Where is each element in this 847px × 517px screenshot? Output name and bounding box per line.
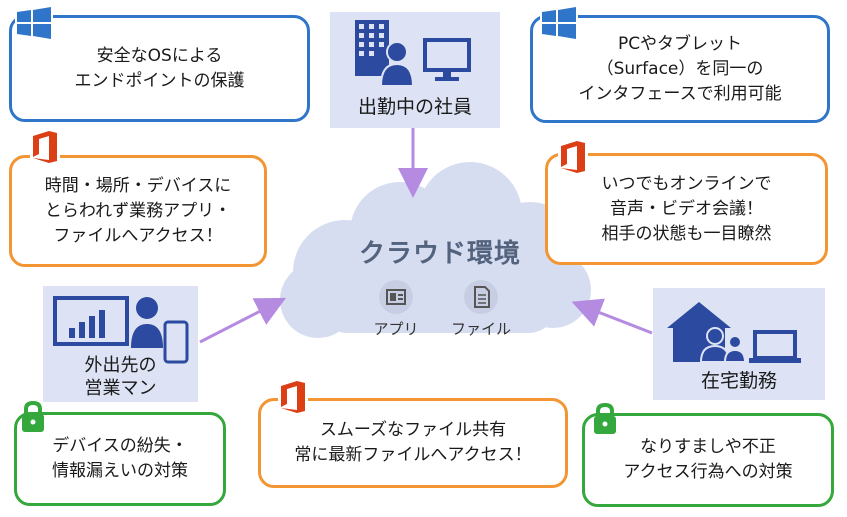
bubble-line: デバイスの紛失・ — [52, 436, 188, 456]
bubble-line: （Surface）を同一の — [596, 58, 764, 79]
bubble-line: いつでもオンラインで — [601, 173, 772, 194]
bubble-line: 音声・ビデオ会議！ — [610, 198, 763, 219]
document-icon — [464, 280, 498, 314]
bubble-line: ファイルへアクセス！ — [53, 225, 223, 246]
office-building-icon — [355, 20, 471, 87]
windows-logo-icon — [15, 7, 53, 39]
cloud-title: クラウド環境 — [358, 239, 521, 269]
home-worker-label: 在宅勤務 — [700, 370, 777, 392]
bubble-line: スムーズなファイル共有 — [319, 420, 507, 440]
bubble-line: 情報漏えいの対策 — [52, 461, 188, 481]
office-logo-icon — [558, 140, 588, 174]
padlock-icon — [590, 402, 620, 436]
files-label: ファイル — [450, 320, 511, 338]
office-worker-box: 出勤中の社員 — [330, 12, 500, 128]
home-family-icon — [667, 302, 801, 363]
anywhere-access-bubble: 時間・場所・デバイスに とらわれず業務アプリ・ ファイルへアクセス！ — [9, 155, 267, 267]
online-meeting-bubble: いつでもオンラインで 音声・ビデオ会議！ 相手の状態も一目瞭然 — [545, 153, 828, 265]
cloud-apps: アプリ — [364, 280, 428, 339]
apps-label: アプリ — [373, 320, 419, 338]
office-logo-icon — [278, 380, 308, 414]
windows-logo-icon — [540, 7, 578, 39]
sales-label-line: 営業マン — [84, 378, 157, 399]
bubble-line: 時間・場所・デバイスに — [44, 175, 232, 196]
sales-label-line: 外出先の — [84, 355, 157, 376]
office-logo-icon — [30, 130, 60, 164]
app-window-icon — [379, 280, 413, 314]
bubble-line: 常に最新ファイルへアクセス！ — [294, 445, 532, 465]
bubble-line: とらわれず業務アプリ・ — [44, 200, 232, 221]
bubble-line: 相手の状態も一目瞭然 — [601, 223, 772, 244]
bubble-line: インタフェースで利用可能 — [578, 83, 782, 104]
office-worker-label: 出勤中の社員 — [357, 96, 472, 118]
file-sharing-bubble: スムーズなファイル共有 常に最新ファイルへアクセス！ — [258, 398, 568, 488]
padlock-icon — [18, 400, 48, 434]
home-worker-box: 在宅勤務 — [653, 288, 825, 400]
bubble-line: PCやタブレット — [617, 33, 743, 54]
device-interface-bubble: PCやタブレット （Surface）を同一の インタフェースで利用可能 — [530, 15, 830, 123]
os-security-bubble: 安全なOSによる エンドポイントの保護 — [9, 15, 310, 122]
presentation-person-icon — [53, 296, 189, 364]
arrow-from-home — [571, 298, 653, 335]
bubble-line: アクセス行為への対策 — [623, 462, 793, 482]
cloud-files: ファイル — [441, 280, 521, 339]
impersonation-bubble: なりすましや不正 アクセス行為への対策 — [582, 413, 834, 507]
bubble-line: なりすましや不正 — [640, 437, 776, 457]
sales-person-box: 外出先の 営業マン — [43, 286, 198, 402]
device-loss-bubble: デバイスの紛失・ 情報漏えいの対策 — [14, 412, 226, 506]
cloud-shape — [280, 162, 591, 338]
arrow-from-sales — [199, 297, 287, 344]
bubble-line: 安全なOSによる — [96, 45, 223, 66]
bubble-line: エンドポイントの保護 — [74, 70, 245, 91]
sales-person-label: 外出先の 営業マン — [43, 354, 198, 400]
